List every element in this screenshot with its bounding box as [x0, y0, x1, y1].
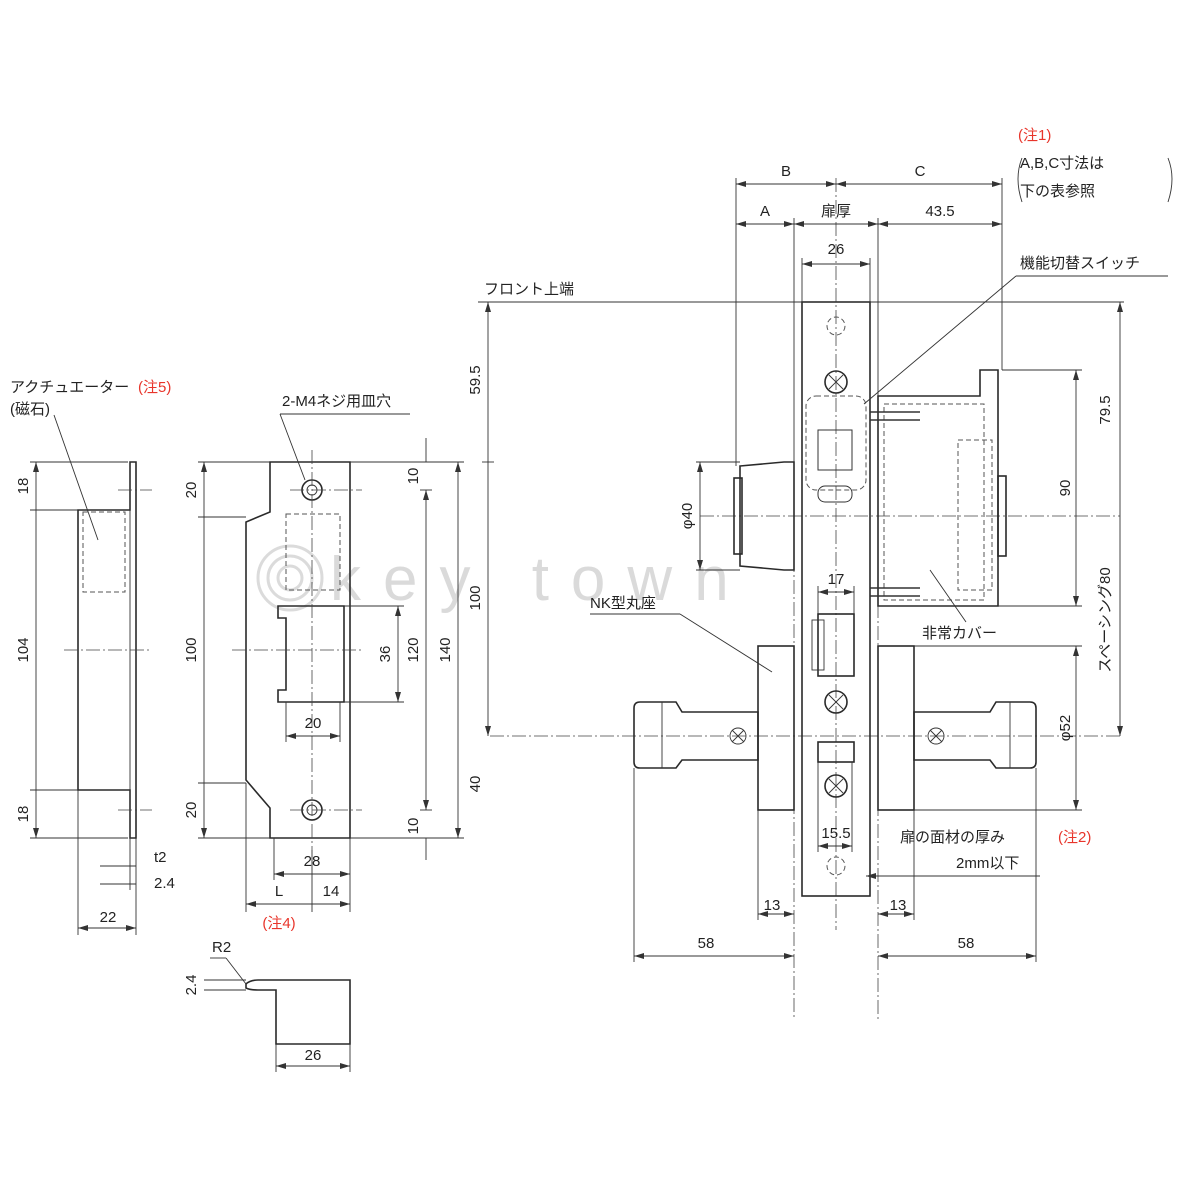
actuator-note: (注5) [138, 379, 171, 396]
note1-bracket-right [1167, 157, 1173, 203]
note1-bracket-left [1017, 157, 1023, 203]
switch-label-icon [817, 429, 853, 503]
strike-view [198, 413, 464, 912]
dim-B: B [781, 163, 791, 180]
dim-20-bottom: 20 [183, 802, 200, 819]
magnet-hidden-outline [82, 511, 126, 593]
dim-140: 140 [437, 637, 454, 662]
strike-section-outline [245, 979, 351, 1045]
dim-10-top: 10 [405, 468, 422, 485]
note1-line2: 下の表参照 [1020, 183, 1095, 200]
strike-plate-outline [245, 461, 351, 839]
thumbturn-case [877, 369, 999, 607]
dim-36: 36 [377, 646, 394, 663]
dim-10-bottom: 10 [405, 818, 422, 835]
dim-15-5: 15.5 [821, 825, 850, 842]
dim-28: 28 [304, 853, 321, 870]
rose-right [877, 645, 915, 811]
strike-mortise-opening [277, 605, 345, 703]
dim-phi40: φ40 [679, 503, 696, 529]
dim-t2: t2 [154, 849, 167, 866]
nk-rosette-label: NK型丸座 [590, 595, 656, 612]
rose-left [757, 645, 795, 811]
dim-59-5: 59.5 [467, 365, 484, 394]
face-limit-label: 2mm以下 [956, 855, 1019, 872]
nk-leader [679, 613, 773, 673]
dim-58-right: 58 [958, 935, 975, 952]
dim-13-right: 13 [890, 897, 907, 914]
front-hole-top-icon [826, 316, 846, 336]
switch-hidden-outline [805, 395, 867, 491]
dim-14: 14 [323, 883, 340, 900]
strike-hidden-outline [285, 513, 341, 591]
dim-40: 40 [467, 776, 484, 793]
screw-holes-label: 2-M4ネジ用皿穴 [282, 393, 391, 410]
thumbturn-hidden-inner [957, 439, 993, 591]
actuator-view [30, 414, 152, 935]
dim-18-bottom: 18 [15, 806, 32, 823]
watermark-text: key town [330, 545, 751, 614]
emergency-cover-label: 非常カバー [922, 625, 997, 642]
note1-line1: A,B,C寸法は [1020, 155, 1104, 172]
guard-bolt [817, 741, 855, 763]
dim-13-left: 13 [764, 897, 781, 914]
front-hole-bottom-icon [826, 856, 846, 876]
magnet-label: (磁石) [10, 401, 50, 418]
case-screws-icon [870, 411, 920, 597]
face-thickness-label: 扉の面材の厚み [900, 829, 1005, 846]
dim-2-4-section: 2.4 [183, 975, 200, 996]
dim-43-5: 43.5 [925, 203, 954, 220]
dim-90: 90 [1057, 480, 1074, 497]
dim-2-4-actuator: 2.4 [154, 875, 175, 892]
dim-phi52: φ52 [1057, 715, 1074, 741]
r2-leader [225, 957, 247, 985]
lever-left [633, 701, 759, 769]
dim-20-top: 20 [183, 482, 200, 499]
cover-leader [929, 569, 967, 623]
dim-C: C [915, 163, 926, 180]
front-screw-top-icon [824, 370, 848, 394]
actuator-leader [53, 414, 99, 541]
dim-26-bottom: 26 [305, 1047, 322, 1064]
dim-L: L [275, 883, 283, 900]
lever-right-screw-icon [927, 727, 945, 745]
front-top-label: フロント上端 [484, 281, 574, 298]
dim-A: A [760, 203, 770, 220]
dim-26-top: 26 [828, 241, 845, 258]
latch-bolt [817, 613, 855, 677]
note1-marker: (注1) [1018, 127, 1051, 144]
cylinder-body [739, 461, 795, 571]
dim-17: 17 [828, 571, 845, 588]
dim-20-width: 20 [305, 715, 322, 732]
lever-right [913, 701, 1037, 769]
thumbturn-knob [997, 475, 1007, 557]
face-thickness-note: (注2) [1058, 829, 1091, 846]
dim-58-left: 58 [698, 935, 715, 952]
watermark: key town [256, 544, 751, 614]
actuator-label: アクチュエーター [10, 379, 129, 396]
front-screw-bot-icon [824, 774, 848, 798]
strike-section-view [204, 957, 351, 1072]
cylinder-rim [733, 477, 743, 555]
note4-marker: (注4) [262, 915, 295, 932]
dim-18-top: 18 [15, 478, 32, 495]
dimension-arrowheads [33, 181, 1123, 1069]
thumbturn-hidden-outline [883, 403, 985, 601]
dim-100-main: 100 [467, 585, 484, 610]
dim-120: 120 [405, 637, 422, 662]
screw-leader [279, 413, 306, 481]
dim-door-thickness: 扉厚 [821, 203, 851, 220]
latch-bolt-inner [811, 619, 825, 671]
spacing-label: スペーシング80 [1097, 567, 1114, 672]
front-screw-mid-icon [824, 690, 848, 714]
dim-100-strike: 100 [183, 637, 200, 662]
switch-label: 機能切替スイッチ [1020, 255, 1140, 272]
dim-79-5: 79.5 [1097, 395, 1114, 424]
switch-leader [863, 275, 1017, 405]
dim-104: 104 [15, 637, 32, 662]
lever-left-screw-icon [729, 727, 747, 745]
dim-22: 22 [100, 909, 117, 926]
dim-R2: R2 [212, 939, 231, 956]
